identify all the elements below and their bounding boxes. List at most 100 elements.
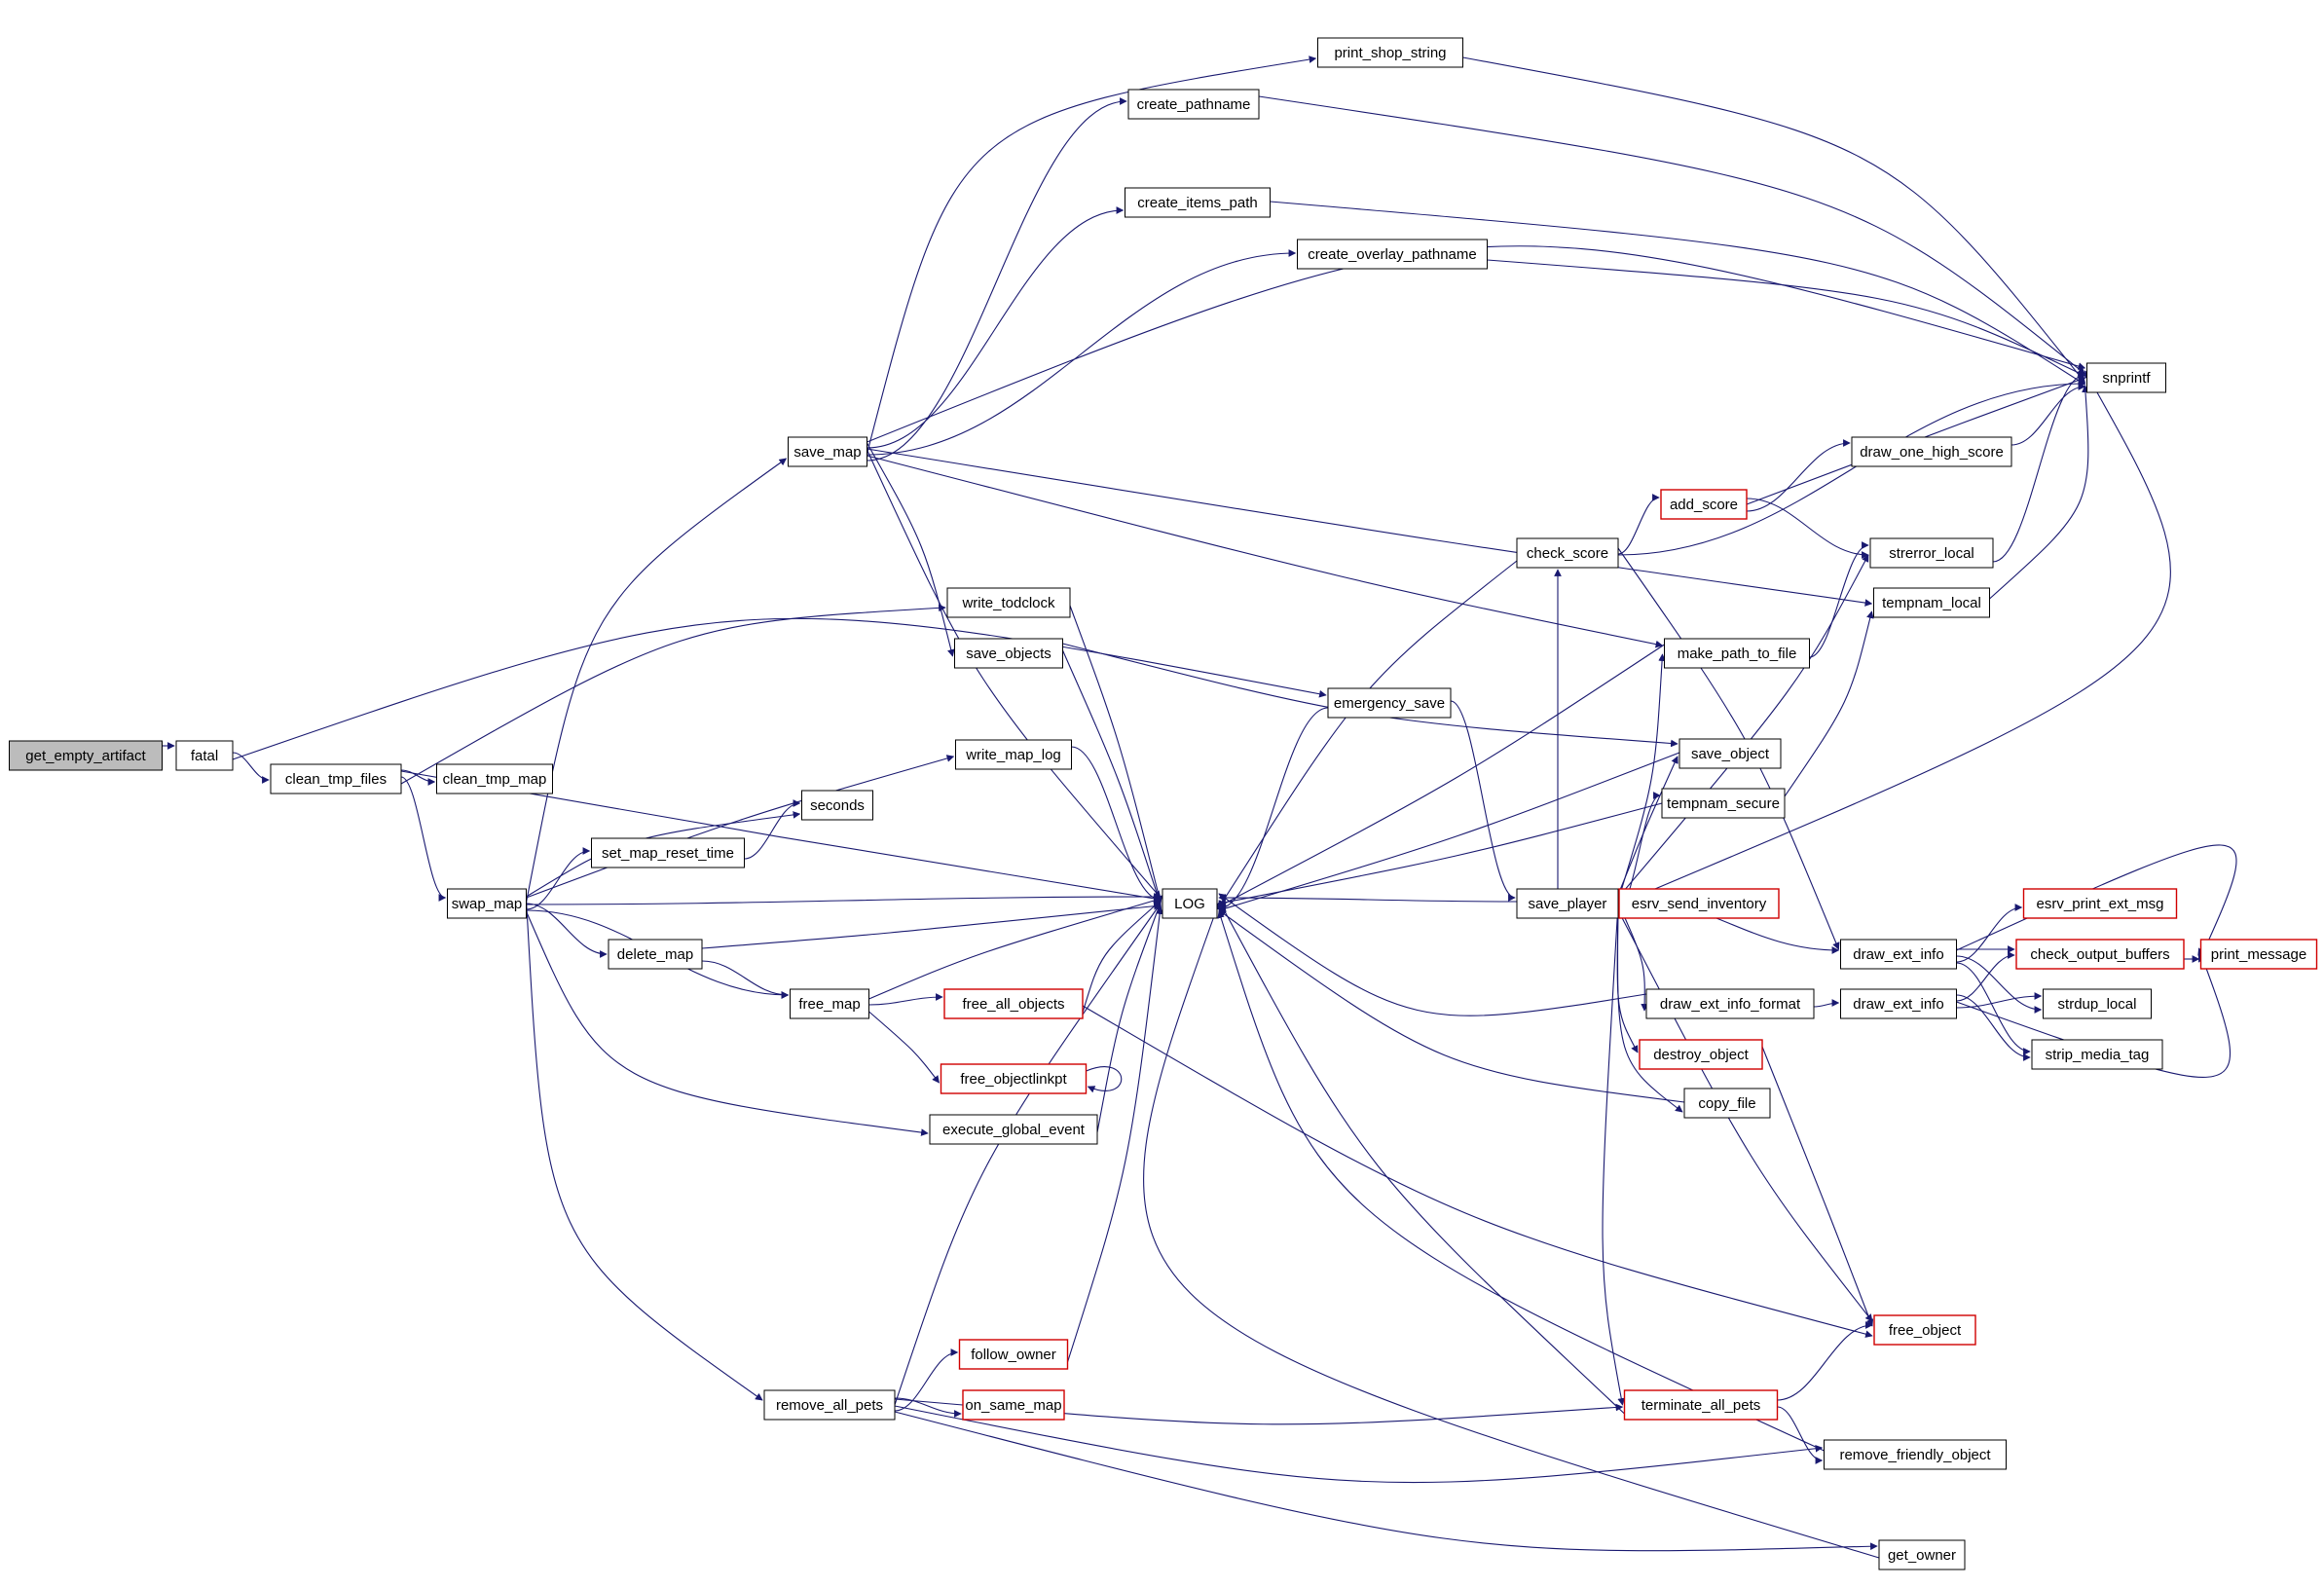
node-copy_file[interactable]: copy_file bbox=[1683, 1088, 1771, 1119]
node-strip_media_tag[interactable]: strip_media_tag bbox=[2031, 1039, 2163, 1070]
node-save_objects[interactable]: save_objects bbox=[954, 638, 1063, 669]
node-box[interactable] bbox=[591, 837, 745, 868]
node-draw_one_high_score[interactable]: draw_one_high_score bbox=[1851, 436, 2012, 467]
node-execute_global_event[interactable]: execute_global_event bbox=[929, 1114, 1098, 1145]
node-free_all_objects[interactable]: free_all_objects bbox=[943, 988, 1084, 1019]
node-clean_tmp_files[interactable]: clean_tmp_files bbox=[270, 763, 402, 794]
node-box[interactable] bbox=[958, 1339, 1069, 1370]
node-box[interactable] bbox=[2199, 939, 2318, 970]
node-box[interactable] bbox=[1661, 788, 1786, 819]
node-box[interactable] bbox=[962, 1389, 1065, 1421]
node-emergency_save[interactable]: emergency_save bbox=[1327, 687, 1452, 719]
node-box[interactable] bbox=[940, 1063, 1088, 1094]
node-remove_friendly_object[interactable]: remove_friendly_object bbox=[1824, 1439, 2007, 1470]
node-clean_tmp_map[interactable]: clean_tmp_map bbox=[436, 763, 553, 794]
node-tempnam_local[interactable]: tempnam_local bbox=[1873, 587, 1990, 618]
node-box[interactable] bbox=[447, 888, 527, 919]
node-label: check_output_buffers bbox=[2030, 946, 2169, 963]
node-box[interactable] bbox=[929, 1114, 1098, 1145]
node-create_items_path[interactable]: create_items_path bbox=[1125, 187, 1271, 218]
node-on_same_map[interactable]: on_same_map bbox=[962, 1389, 1065, 1421]
node-box[interactable] bbox=[175, 740, 234, 771]
node-box[interactable] bbox=[1660, 489, 1748, 520]
node-add_score[interactable]: add_score bbox=[1660, 489, 1748, 520]
node-save_map[interactable]: save_map bbox=[788, 436, 867, 467]
node-box[interactable] bbox=[2043, 988, 2152, 1019]
node-free_objectlinkpt[interactable]: free_objectlinkpt bbox=[940, 1063, 1088, 1094]
node-seconds[interactable]: seconds bbox=[801, 790, 873, 821]
edge-draw_ext_info_format-to-LOG bbox=[1218, 893, 1647, 1016]
node-box[interactable] bbox=[270, 763, 402, 794]
node-box[interactable] bbox=[1664, 638, 1810, 669]
node-box[interactable] bbox=[608, 939, 703, 970]
node-box[interactable] bbox=[763, 1389, 896, 1421]
node-box[interactable] bbox=[1873, 1314, 1976, 1346]
node-write_todclock[interactable]: write_todclock bbox=[946, 587, 1071, 618]
node-box[interactable] bbox=[1618, 888, 1780, 919]
node-esrv_print_ext_msg[interactable]: esrv_print_ext_msg bbox=[2022, 888, 2178, 919]
node-check_score[interactable]: check_score bbox=[1516, 537, 1619, 569]
node-strdup_local[interactable]: strdup_local bbox=[2043, 988, 2152, 1019]
node-print_message[interactable]: print_message bbox=[2199, 939, 2318, 970]
node-remove_all_pets[interactable]: remove_all_pets bbox=[763, 1389, 896, 1421]
node-box[interactable] bbox=[1683, 1088, 1771, 1119]
node-print_shop_string[interactable]: print_shop_string bbox=[1317, 37, 1463, 68]
node-save_player[interactable]: save_player bbox=[1516, 888, 1619, 919]
node-box[interactable] bbox=[1869, 537, 1994, 569]
node-save_object[interactable]: save_object bbox=[1678, 738, 1782, 769]
node-box[interactable] bbox=[955, 739, 1072, 770]
node-strerror_local[interactable]: strerror_local bbox=[1869, 537, 1994, 569]
node-box[interactable] bbox=[1639, 1039, 1763, 1070]
node-box[interactable] bbox=[1516, 888, 1619, 919]
node-draw_ext_info[interactable]: draw_ext_info bbox=[1840, 939, 1957, 970]
node-delete_map[interactable]: delete_map bbox=[608, 939, 703, 970]
node-box[interactable] bbox=[1297, 239, 1488, 270]
node-box[interactable] bbox=[943, 988, 1084, 1019]
node-terminate_all_pets[interactable]: terminate_all_pets bbox=[1623, 1389, 1779, 1421]
node-box[interactable] bbox=[1127, 89, 1260, 120]
node-box[interactable] bbox=[436, 763, 553, 794]
node-fatal[interactable]: fatal bbox=[175, 740, 234, 771]
node-box[interactable] bbox=[1125, 187, 1271, 218]
node-box[interactable] bbox=[2015, 939, 2185, 970]
node-box[interactable] bbox=[1873, 587, 1990, 618]
node-swap_map[interactable]: swap_map bbox=[447, 888, 527, 919]
node-box[interactable] bbox=[1840, 988, 1957, 1019]
node-free_map[interactable]: free_map bbox=[790, 988, 869, 1019]
node-create_overlay_pathname[interactable]: create_overlay_pathname bbox=[1297, 239, 1488, 270]
node-box[interactable] bbox=[2031, 1039, 2163, 1070]
node-box[interactable] bbox=[1840, 939, 1957, 970]
node-box[interactable] bbox=[1851, 436, 2012, 467]
node-check_output_buffers[interactable]: check_output_buffers bbox=[2015, 939, 2185, 970]
node-box[interactable] bbox=[1678, 738, 1782, 769]
node-destroy_object[interactable]: destroy_object bbox=[1639, 1039, 1763, 1070]
node-get_owner[interactable]: get_owner bbox=[1878, 1539, 1966, 1570]
node-box[interactable] bbox=[1516, 537, 1619, 569]
node-box[interactable] bbox=[2022, 888, 2178, 919]
node-box[interactable] bbox=[1623, 1389, 1779, 1421]
node-draw_ext_info_format[interactable]: draw_ext_info_format bbox=[1645, 988, 1815, 1019]
node-create_pathname[interactable]: create_pathname bbox=[1127, 89, 1260, 120]
node-set_map_reset_time[interactable]: set_map_reset_time bbox=[591, 837, 745, 868]
node-box[interactable] bbox=[2086, 362, 2166, 393]
node-box[interactable] bbox=[1878, 1539, 1966, 1570]
node-box[interactable] bbox=[1162, 888, 1218, 919]
node-draw_ext_info_2[interactable]: draw_ext_info bbox=[1840, 988, 1957, 1019]
node-box[interactable] bbox=[954, 638, 1063, 669]
node-write_map_log[interactable]: write_map_log bbox=[955, 739, 1072, 770]
node-box[interactable] bbox=[1645, 988, 1815, 1019]
node-free_object[interactable]: free_object bbox=[1873, 1314, 1976, 1346]
node-make_path_to_file[interactable]: make_path_to_file bbox=[1664, 638, 1810, 669]
node-box[interactable] bbox=[790, 988, 869, 1019]
node-follow_owner[interactable]: follow_owner bbox=[958, 1339, 1069, 1370]
node-tempnam_secure[interactable]: tempnam_secure bbox=[1661, 788, 1786, 819]
node-box[interactable] bbox=[1317, 37, 1463, 68]
node-esrv_send_inventory[interactable]: esrv_send_inventory bbox=[1618, 888, 1780, 919]
node-box[interactable] bbox=[1824, 1439, 2007, 1470]
node-box[interactable] bbox=[946, 587, 1071, 618]
node-LOG[interactable]: LOG bbox=[1162, 888, 1218, 919]
node-box[interactable] bbox=[1327, 687, 1452, 719]
node-box[interactable] bbox=[801, 790, 873, 821]
node-snprintf[interactable]: snprintf bbox=[2086, 362, 2166, 393]
node-box[interactable] bbox=[788, 436, 867, 467]
